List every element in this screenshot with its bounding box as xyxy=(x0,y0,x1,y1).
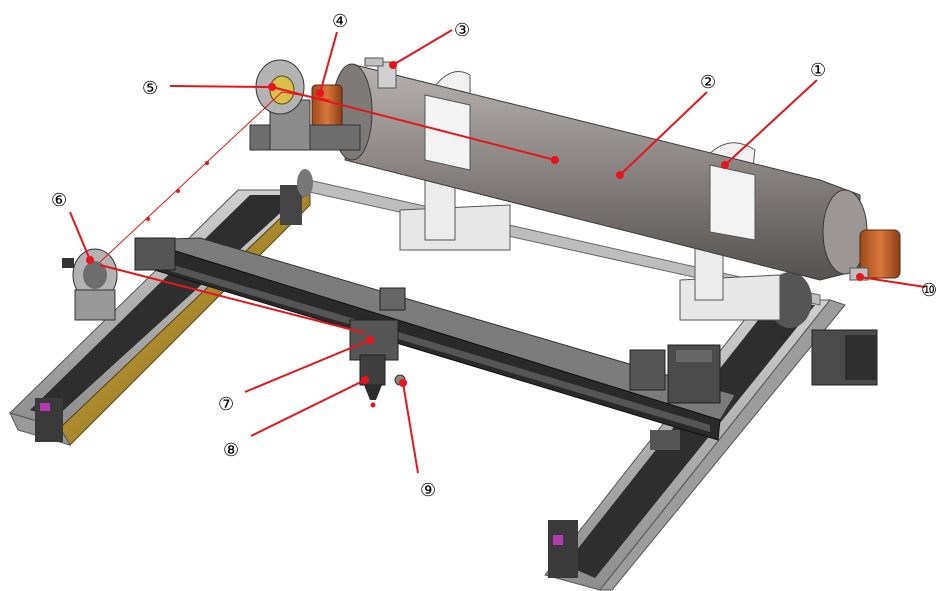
mirror-mount-2 xyxy=(62,248,118,321)
tube-electrode-right xyxy=(859,229,901,279)
leader-3-dot xyxy=(389,61,397,69)
leader-8 xyxy=(250,379,366,437)
leader-2 xyxy=(619,91,708,176)
callout-1: ① xyxy=(810,60,826,81)
leader-1-dot xyxy=(721,161,729,169)
laser-tube xyxy=(311,57,901,281)
callout-7: ⑦ xyxy=(218,394,234,415)
callout-4: ④ xyxy=(332,11,348,32)
leader-1 xyxy=(724,79,818,166)
leader-6-dot xyxy=(86,256,94,264)
right-y-rail xyxy=(544,299,878,591)
left-y-rail xyxy=(9,185,312,446)
leader-5 xyxy=(169,85,273,88)
leader-8-dot xyxy=(361,376,369,384)
leader-6 xyxy=(69,211,91,261)
leader-4 xyxy=(319,31,338,94)
leader-9 xyxy=(402,382,419,474)
callout-leaders xyxy=(69,29,926,474)
leader-10-dot xyxy=(856,273,864,281)
callout-3: ③ xyxy=(454,20,470,41)
callout-10: ⑩ xyxy=(921,280,937,301)
callout-8: ⑧ xyxy=(223,440,239,461)
callout-5: ⑤ xyxy=(142,78,158,99)
leader-10 xyxy=(859,276,926,288)
leader-3 xyxy=(392,29,453,66)
mirror-mount-1 xyxy=(249,59,361,151)
callout-2: ② xyxy=(700,72,716,93)
leader-5-dot xyxy=(268,83,276,91)
callout-9: ⑨ xyxy=(420,480,436,501)
leader-7 xyxy=(244,339,371,393)
leader-2b xyxy=(271,86,556,161)
leader-2-dot xyxy=(616,171,624,179)
callout-6: ⑥ xyxy=(51,190,67,211)
right-rail-end-block xyxy=(548,520,578,578)
callout-numbers: ① ② ③ ④ ⑤ ⑥ ⑦ ⑧ ⑨ ⑩ xyxy=(51,11,937,501)
x-gantry-beam xyxy=(134,237,736,441)
left-rail-top-block xyxy=(280,185,302,225)
leader-9-dot xyxy=(399,379,407,387)
leader-7-dot xyxy=(366,336,374,344)
leader-4-dot xyxy=(316,89,324,97)
